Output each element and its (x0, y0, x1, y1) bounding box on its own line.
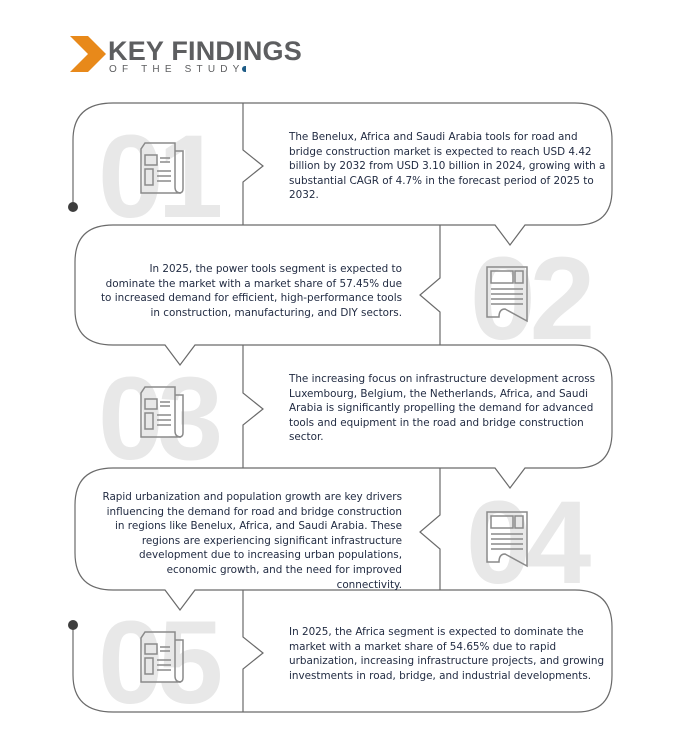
page-title: KEY FINDINGS (108, 36, 302, 66)
finding-text-03: The increasing focus on infrastructure d… (289, 373, 596, 444)
newspaper-icon (140, 386, 184, 438)
accent-dot-icon (241, 66, 246, 73)
newspaper-icon (140, 631, 184, 683)
finding-number-02: 02 (470, 233, 595, 365)
finding-number-03: 03 (98, 353, 223, 485)
chevron-logo-icon (70, 36, 106, 72)
newspaper-icon (140, 142, 184, 194)
subtitle-text: OF THE STUDY (109, 64, 245, 75)
timeline-end-dot (68, 620, 78, 630)
finding-number-01: 01 (98, 111, 223, 243)
finding-text-01: The Benelux, Africa and Saudi Arabia too… (289, 131, 606, 202)
timeline-start-dot (68, 202, 78, 212)
page-subtitle: OF THE STUDY (109, 64, 246, 75)
newspaper-icon (486, 511, 528, 568)
finding-text-05: In 2025, the Africa segment is expected … (289, 626, 605, 682)
newspaper-icon (486, 266, 528, 323)
finding-text-04: Rapid urbanization and population growth… (102, 491, 402, 591)
finding-number-05: 05 (98, 597, 223, 729)
finding-text-02: In 2025, the power tools segment is expe… (100, 263, 402, 319)
